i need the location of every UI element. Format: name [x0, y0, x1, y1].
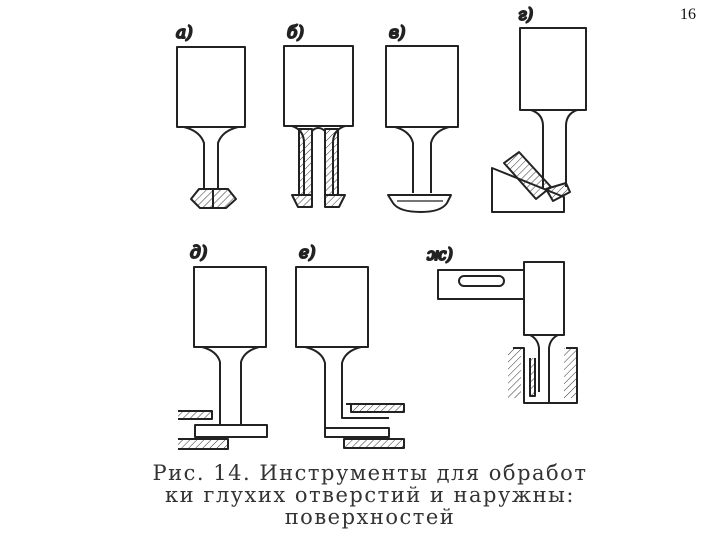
tool-b-left-cutter: [298, 128, 313, 196]
caption-line-1: Рис. 14. Инструменты для обработ: [152, 461, 588, 485]
tool-d-workpiece-top: [178, 410, 213, 420]
tool-v-shank: [394, 126, 450, 193]
label-e: е): [299, 243, 316, 263]
tool-g: г): [491, 4, 587, 213]
tool-e-workpiece-top: [350, 403, 405, 413]
tool-e-shank: [304, 346, 390, 438]
caption-line-3: поверхностей: [284, 505, 456, 529]
tool-zh-holder: [523, 261, 565, 336]
tool-e-holder: [295, 266, 369, 348]
tool-a-shank: [183, 126, 239, 189]
tool-d-shank: [201, 346, 260, 425]
tool-a-holder: [176, 46, 246, 128]
tool-v-cutter: [387, 194, 452, 213]
tool-d-workpiece-bottom: [178, 438, 229, 450]
tool-a: а): [175, 22, 246, 209]
figure-caption: Рис. 14. Инструменты для обработ ки глух…: [135, 462, 605, 528]
caption-line-2: ки глухих отверстий и наружны:: [165, 483, 575, 507]
label-d: д): [190, 243, 207, 263]
label-g: г): [518, 5, 533, 25]
tool-d: д): [178, 242, 268, 450]
tool-zh-bar: [437, 269, 525, 300]
tool-v: в): [385, 22, 459, 213]
label-zh: ж): [427, 245, 453, 265]
label-v: в): [389, 23, 406, 43]
label-a: а): [176, 23, 193, 43]
tool-e: е): [295, 242, 405, 449]
tool-b: б): [283, 22, 354, 208]
tool-zh: ж): [426, 244, 578, 404]
tool-zh-shank: [529, 334, 559, 392]
tool-g-shank: [530, 109, 578, 188]
label-b: б): [287, 23, 304, 43]
tool-d-cutter: [194, 424, 268, 438]
tool-v-holder: [385, 45, 459, 128]
tool-b-holder: [283, 45, 354, 127]
tool-zh-slot: [458, 275, 505, 287]
tool-b-right-cutter: [324, 128, 339, 196]
page-number: 16: [680, 6, 696, 23]
tool-g-holder: [519, 27, 587, 111]
tool-d-holder: [193, 266, 267, 348]
tool-e-workpiece-bottom: [343, 438, 405, 449]
